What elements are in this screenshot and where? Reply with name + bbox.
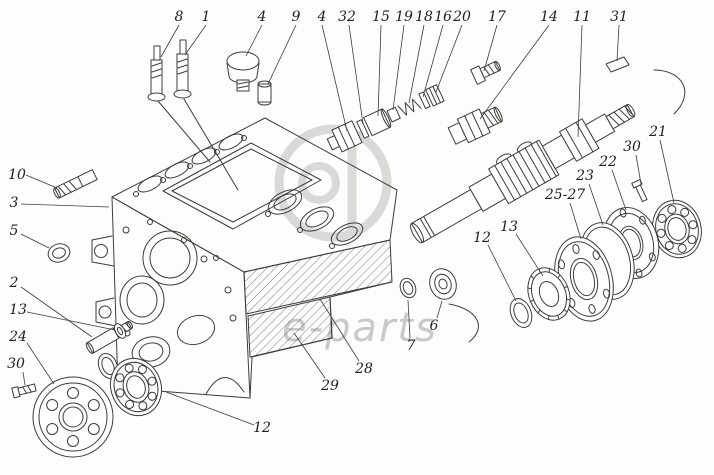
part-label-29: 29 (320, 378, 339, 394)
part-stud-8 (147, 45, 166, 102)
leader-line-5 (20, 233, 50, 249)
part-sleeve-9 (257, 80, 272, 106)
leader-line-20 (435, 24, 463, 93)
leader-line-19 (392, 24, 405, 111)
part-bolt-30-right (631, 179, 648, 203)
part-label-21: 21 (648, 124, 667, 140)
leader-line-12 (165, 391, 255, 426)
leader-line-18 (408, 24, 425, 104)
part-label-12: 12 (473, 230, 491, 246)
part-label-12: 12 (253, 420, 271, 436)
leader-line-8 (160, 24, 180, 58)
part-label-10: 10 (8, 167, 26, 183)
part-label-20: 20 (452, 9, 471, 25)
curve-arrow-bottom (448, 303, 479, 343)
part-label-30: 30 (7, 356, 25, 372)
part-ball-bearing-front-12 (109, 357, 163, 417)
leader-line-24 (26, 342, 55, 385)
part-key-31 (605, 56, 630, 73)
part-label-14: 14 (540, 9, 558, 25)
leader-line-25-27 (569, 202, 582, 240)
part-engine-block (91, 98, 398, 399)
part-ring-12-right (509, 298, 533, 328)
watermark-logo (274, 124, 392, 242)
part-label-28: 28 (354, 361, 373, 377)
part-camshaft (410, 103, 636, 244)
leader-line-4 (245, 24, 263, 57)
leader-line-10 (25, 174, 58, 189)
part-label-3: 3 (10, 195, 19, 211)
leader-line-22 (611, 169, 627, 211)
leader-line-6 (436, 300, 443, 319)
part-label-1: 1 (202, 9, 211, 25)
leader-line-16 (422, 24, 444, 98)
leader-line-13 (26, 311, 116, 331)
leader-line-30 (22, 371, 26, 386)
leader-line-17 (483, 24, 498, 72)
part-label-6: 6 (430, 318, 439, 334)
part-fitting-row (326, 84, 445, 153)
part-hex-plug-4 (226, 51, 260, 92)
leader-line-14 (479, 24, 550, 120)
part-label-30: 30 (623, 139, 641, 155)
watermark-inner-circle (298, 162, 340, 204)
leader-line-12 (487, 244, 517, 302)
leader-line-28 (319, 298, 360, 362)
part-label-24: 24 (8, 329, 27, 345)
part-washer-13-left (113, 323, 127, 339)
part-label-7: 7 (407, 338, 416, 354)
leader-line-3 (20, 203, 110, 208)
part-ball-bearing-21 (652, 199, 702, 259)
leader-line-2 (20, 286, 93, 338)
part-label-15: 15 (372, 9, 390, 25)
part-label-25-27: 25-27 (544, 187, 585, 203)
part-label-16: 16 (434, 9, 452, 25)
part-label-32: 32 (338, 9, 356, 25)
part-label-2: 2 (9, 275, 19, 291)
part-label-11: 11 (573, 9, 591, 25)
part-ring-7 (399, 277, 417, 299)
part-label-31: 31 (610, 9, 628, 25)
part-bolt-17 (470, 60, 501, 85)
leader-line-15 (377, 24, 382, 117)
leader-line-1 (184, 24, 207, 56)
watermark-circle (274, 124, 392, 242)
leader-line-13 (515, 233, 544, 277)
part-label-18: 18 (415, 9, 433, 25)
part-label-9: 9 (292, 9, 301, 25)
leader-line-4 (321, 24, 348, 132)
part-fitting-14 (447, 106, 503, 145)
leader-line-11 (577, 24, 583, 138)
part-label-5: 5 (10, 223, 19, 239)
part-label-19: 19 (395, 9, 413, 25)
leader-line-29 (293, 332, 326, 379)
part-bolt-30-left (11, 383, 37, 399)
leader-line-7 (407, 299, 411, 339)
part-flange-24 (32, 376, 114, 458)
part-label-13: 13 (9, 302, 27, 318)
leader-line-30 (635, 154, 642, 185)
part-plug-6 (429, 268, 457, 300)
curve-arrow-top-right (653, 69, 686, 115)
part-label-4: 4 (257, 9, 267, 25)
part-label-8: 8 (175, 9, 184, 25)
part-stud-10 (53, 169, 98, 199)
part-label-13: 13 (500, 219, 518, 235)
part-label-4: 4 (317, 9, 327, 25)
part-shaft-2 (85, 320, 133, 354)
leader-line-31 (616, 24, 620, 62)
part-label-17: 17 (488, 9, 506, 25)
part-stud-1 (173, 39, 192, 99)
leader-line-32 (348, 24, 364, 125)
part-label-22: 22 (598, 154, 617, 170)
part-label-23: 23 (575, 168, 594, 184)
leader-line-21 (659, 139, 675, 204)
part-plug-5 (47, 243, 71, 263)
leader-line-23 (588, 183, 604, 226)
leader-line-9 (267, 24, 297, 85)
